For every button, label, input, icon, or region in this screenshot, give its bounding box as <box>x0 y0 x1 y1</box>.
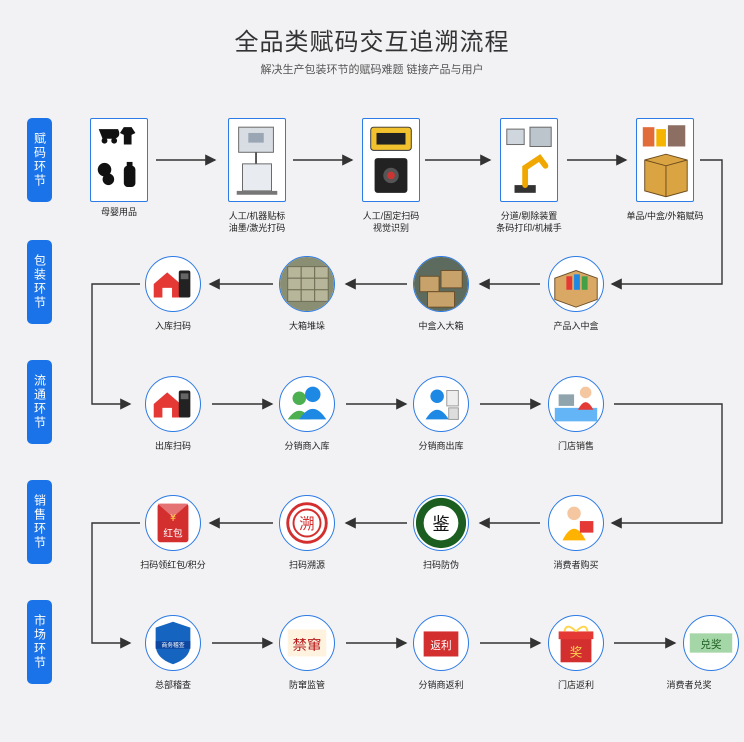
row1-label-5: 单品/中盒/外箱赋码 <box>626 211 704 221</box>
row1-label-2: 人工/机器贴标 油墨/激光打码 <box>228 211 286 233</box>
anti-smuggle-icon: 禁窜 <box>287 629 327 657</box>
warehouse-scan-icon <box>153 390 191 418</box>
shopper-node <box>548 495 604 551</box>
row2-label-1: 入库扫码 <box>154 321 191 331</box>
row3-label-2: 分销商入库 <box>284 441 330 451</box>
store-rebate-node: 奖 <box>548 615 604 671</box>
row4-label-1: 扫码领红包/积分 <box>140 560 206 570</box>
barcode-scanner-node <box>362 118 420 202</box>
prize-icon: 兑奖 <box>689 633 733 653</box>
box-stack-node <box>279 256 335 312</box>
trace-node: 溯 <box>279 495 335 551</box>
warehouse-out-node <box>145 376 201 432</box>
anti-fake-mark: 鉴 <box>432 515 449 535</box>
store-icon <box>554 386 598 422</box>
anti-fake-node: 鉴 <box>413 495 469 551</box>
row1-label-1: 母婴用品 <box>100 207 137 217</box>
distributor-out-node <box>413 376 469 432</box>
row1-label-3: 人工/固定扫码 视觉识别 <box>362 211 420 233</box>
warehouse-in-node <box>145 256 201 312</box>
section-sales: 销售环节 <box>27 480 52 564</box>
row1-label-4: 分道/剔除装置 条码打印/机械手 <box>496 211 562 233</box>
section-circulation: 流通环节 <box>27 360 52 444</box>
rebate-mark: 返利 <box>430 640 451 652</box>
prize-node: 兑奖 <box>683 615 739 671</box>
baby-products-icon <box>97 127 136 188</box>
product-box-node <box>548 256 604 312</box>
anti-smuggle-node: 禁窜 <box>279 615 335 671</box>
red-packet-text: 红包 <box>163 528 183 540</box>
distributor-in-node <box>279 376 335 432</box>
shopper-icon <box>562 506 594 541</box>
distributor-icon <box>287 386 327 420</box>
row2-label-4: 产品入中盒 <box>553 321 599 331</box>
row4-label-4: 消费者购买 <box>553 560 599 570</box>
rebate-icon: 返利 <box>423 631 459 657</box>
row5-label-1: 总部稽查 <box>154 680 191 690</box>
section-coding: 赋码环节 <box>27 118 52 202</box>
page-subtitle: 解决生产包装环节的赋码难题 链接产品与用户 <box>260 64 484 76</box>
row4-label-2: 扫码溯源 <box>288 560 325 570</box>
product-box-icon <box>554 269 598 308</box>
carton-node <box>636 118 694 202</box>
section-market: 市场环节 <box>27 600 52 684</box>
row3-label-4: 门店销售 <box>557 441 594 451</box>
row3-label-1: 出库扫码 <box>154 441 191 451</box>
red-packet-node: ¥ 红包 <box>145 495 201 551</box>
boxes-node <box>413 256 469 312</box>
badge-text: 商务稽查 <box>161 641 184 649</box>
warehouse-scan-icon <box>153 270 191 298</box>
badge-icon: 商务稽查 <box>155 621 191 665</box>
prize-mark: 兑奖 <box>700 638 722 651</box>
baby-products-node <box>90 118 148 202</box>
row5-label-3: 分销商返利 <box>418 680 464 690</box>
gift-icon: 奖 <box>558 625 594 663</box>
box-stack-icon <box>280 257 334 311</box>
labeling-machine-node <box>228 118 286 202</box>
trace-icon: 溯 <box>286 502 328 544</box>
row2-label-2: 大箱堆垛 <box>288 321 325 331</box>
anti-fake-icon: 鉴 <box>415 497 467 549</box>
anti-smuggle-mark: 禁窜 <box>293 636 322 654</box>
boxes-icon <box>414 257 468 311</box>
distributor-rebate-node: 返利 <box>413 615 469 671</box>
carton-icon <box>642 125 688 198</box>
labeling-machine-icon <box>236 126 278 195</box>
robot-arm-node <box>500 118 558 202</box>
section-packaging: 包装环节 <box>27 240 52 324</box>
robot-arm-icon <box>506 126 552 193</box>
row2-label-3: 中盒入大箱 <box>418 321 464 331</box>
page-title: 全品类赋码交互追溯流程 <box>234 29 510 56</box>
row5-label-5: 消费者兑奖 <box>666 680 712 690</box>
row4-label-3: 扫码防伪 <box>422 560 459 570</box>
row5-label-2: 防窜监管 <box>288 680 325 690</box>
store-node <box>548 376 604 432</box>
trace-mark: 溯 <box>299 515 314 533</box>
svg-text:¥: ¥ <box>170 513 176 524</box>
barcode-scanner-icon <box>370 126 412 193</box>
row5-label-4: 门店返利 <box>557 680 594 690</box>
red-packet-icon: ¥ 红包 <box>157 503 189 543</box>
distributor-out-icon <box>425 389 459 420</box>
gift-mark: 奖 <box>570 645 583 660</box>
row3-label-3: 分销商出库 <box>418 441 464 451</box>
hq-audit-node: 商务稽查 <box>145 615 201 671</box>
